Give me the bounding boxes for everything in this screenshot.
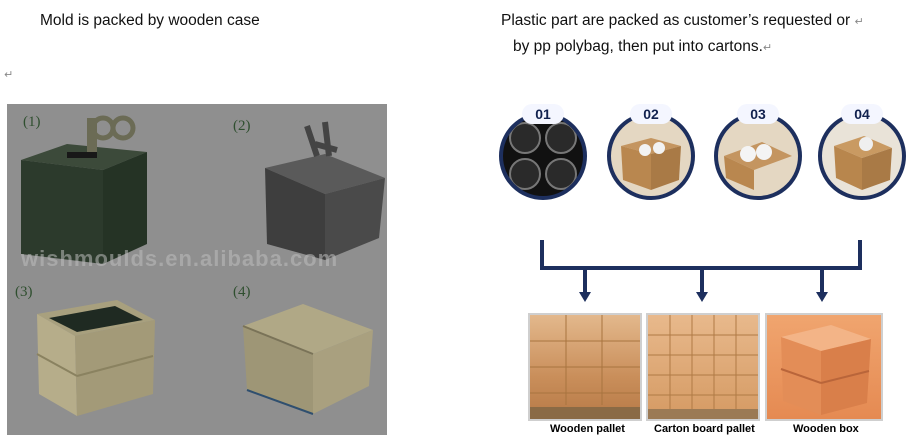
step-1-label: (1) <box>23 114 41 130</box>
mold-packing-illustration <box>21 115 385 416</box>
step-4-label: (4) <box>233 284 251 300</box>
arrow-stem-3 <box>820 270 824 292</box>
wooden-box-photo <box>765 313 883 421</box>
return-mark: ↵ <box>854 16 864 28</box>
carton-board-pallet-photo <box>646 313 760 421</box>
mold-packing-photo-panel: (1) (2) (3) (4) wishmoulds.en.alibaba.co… <box>7 104 387 435</box>
carton-board-pallet-label: Carton board pallet <box>654 423 755 435</box>
mold-packing-caption: Mold is packed by wooden case <box>40 12 260 29</box>
packing-circle-02 <box>607 112 695 200</box>
sealed-carton-image <box>834 136 892 190</box>
closed-crate-image <box>242 304 373 415</box>
return-mark: ↵ <box>762 42 773 54</box>
packing-circle-04 <box>818 112 906 200</box>
return-mark: ↵ <box>4 69 14 81</box>
arrow-down-icon <box>696 292 708 302</box>
connector-drop-right <box>858 240 862 270</box>
connector-horizontal <box>540 266 862 270</box>
badge-01: 01 <box>522 104 564 124</box>
caption-line2-text: by pp polybag, then put into cartons. <box>513 38 763 55</box>
carton-grid-image <box>648 315 758 419</box>
plastic-packing-caption-line2: by pp polybag, then put into cartons.↵ <box>513 38 772 56</box>
polybag-parts-image <box>724 142 792 190</box>
step-2-label: (2) <box>233 118 251 134</box>
caption-line1-text: Plastic part are packed as customer’s re… <box>501 12 851 29</box>
brake-disc-image <box>509 122 577 190</box>
connector-drop-left <box>540 240 544 270</box>
wooden-pallet-photo <box>528 313 642 421</box>
plastic-packing-caption-line1: Plastic part are packed as customer’s re… <box>501 12 864 30</box>
alibaba-watermark: wishmoulds.en.alibaba.com <box>21 246 339 271</box>
badge-03: 03 <box>737 104 779 124</box>
wooden-box-label: Wooden box <box>793 423 859 435</box>
packing-circle-01 <box>499 112 587 200</box>
badge-04: 04 <box>841 104 883 124</box>
arrow-stem-2 <box>700 270 704 292</box>
carton-parts-image <box>621 138 681 190</box>
badge-02: 02 <box>630 104 672 124</box>
arrow-stem-1 <box>583 270 587 292</box>
open-crate-image <box>36 300 155 416</box>
arrow-down-icon <box>816 292 828 302</box>
carton-stack-image <box>530 315 640 419</box>
packing-circle-03 <box>714 112 802 200</box>
wrapped-mold-image <box>265 121 385 260</box>
wooden-box-image <box>780 325 871 415</box>
mold-block-image <box>21 115 147 264</box>
step-3-label: (3) <box>15 284 33 300</box>
wooden-pallet-label: Wooden pallet <box>550 423 625 435</box>
arrow-down-icon <box>579 292 591 302</box>
